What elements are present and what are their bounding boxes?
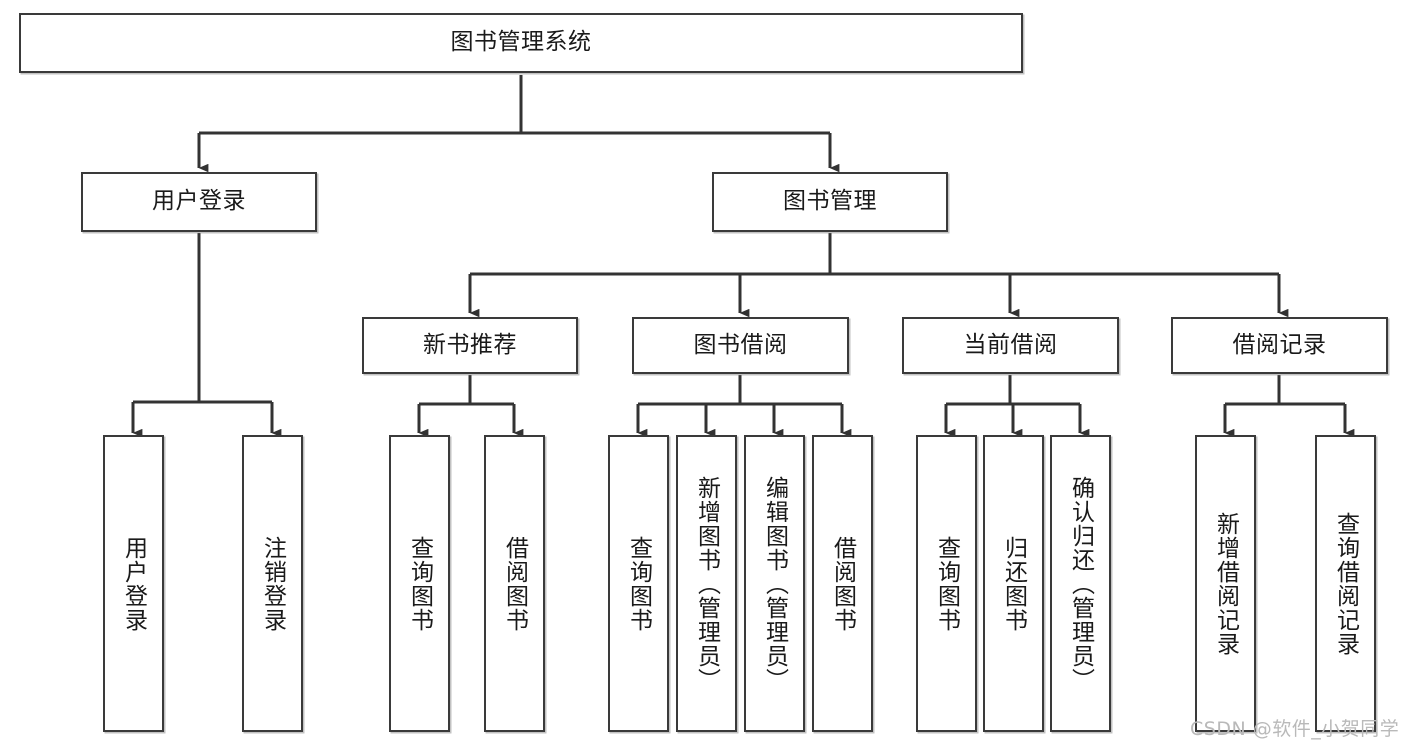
node-leaf-borrow-book-recommend[interactable]: 借阅图书 xyxy=(484,435,545,732)
node-label: 图书管理系统 xyxy=(450,29,592,56)
node-leaf-return-book[interactable]: 归还图书 xyxy=(983,435,1044,732)
node-user-login[interactable]: 用户登录 xyxy=(81,172,317,232)
node-label: 查询图书 xyxy=(625,535,652,632)
node-label: 新增图书（管理员） xyxy=(693,475,720,692)
node-leaf-query-borrow-record[interactable]: 查询借阅记录 xyxy=(1315,435,1376,732)
connector-newbook-to-leaves xyxy=(417,375,524,438)
node-leaf-user-login[interactable]: 用户登录 xyxy=(103,435,164,732)
node-borrow-record[interactable]: 借阅记录 xyxy=(1171,317,1388,374)
node-leaf-query-book-recommend[interactable]: 查询图书 xyxy=(389,435,450,732)
node-label: 借阅图书 xyxy=(829,535,856,632)
node-label: 用户登录 xyxy=(120,535,147,632)
node-leaf-add-borrow-record[interactable]: 新增借阅记录 xyxy=(1195,435,1256,732)
node-leaf-query-book-current[interactable]: 查询图书 xyxy=(916,435,977,732)
connector-bookmgmt-to-level2 xyxy=(468,233,1289,318)
node-book-borrow[interactable]: 图书借阅 xyxy=(632,317,849,374)
node-label: 新书推荐 xyxy=(423,331,517,358)
node-label: 确认归还（管理员） xyxy=(1067,475,1094,692)
node-label: 图书借阅 xyxy=(693,331,788,358)
node-current-borrow[interactable]: 当前借阅 xyxy=(902,317,1119,374)
node-label: 编辑图书（管理员） xyxy=(761,475,788,692)
node-label: 用户登录 xyxy=(152,188,246,215)
node-label: 查询图书 xyxy=(406,535,433,632)
connector-bookborrow-to-leaves xyxy=(636,375,852,438)
node-book-management[interactable]: 图书管理 xyxy=(712,172,948,232)
node-label: 图书管理 xyxy=(783,188,877,215)
node-label: 归还图书 xyxy=(1000,535,1027,632)
node-label: 注销登录 xyxy=(259,535,286,632)
csdn-watermark: CSDN @软件_小贺同学 xyxy=(1190,718,1400,740)
connector-root-to-level1 xyxy=(197,75,840,173)
node-leaf-confirm-return-admin[interactable]: 确认归还（管理员） xyxy=(1050,435,1111,732)
node-leaf-logout-login[interactable]: 注销登录 xyxy=(242,435,303,732)
connector-borrowrecord-to-leaves xyxy=(1223,375,1355,438)
node-leaf-query-book-borrow[interactable]: 查询图书 xyxy=(608,435,669,732)
node-label: 新增借阅记录 xyxy=(1212,511,1239,656)
node-label: 借阅记录 xyxy=(1232,331,1327,358)
node-leaf-add-book-admin[interactable]: 新增图书（管理员） xyxy=(676,435,737,732)
node-root-book-management-system[interactable]: 图书管理系统 xyxy=(19,13,1023,73)
node-label: 借阅图书 xyxy=(501,535,528,632)
node-leaf-borrow-book[interactable]: 借阅图书 xyxy=(812,435,873,732)
node-label: 查询借阅记录 xyxy=(1332,511,1359,656)
node-new-book-recommend[interactable]: 新书推荐 xyxy=(362,317,578,374)
node-leaf-edit-book-admin[interactable]: 编辑图书（管理员） xyxy=(744,435,805,732)
connector-userlogin-to-leaves xyxy=(131,233,282,438)
node-label: 查询图书 xyxy=(933,535,960,632)
connector-currentborrow-to-leaves xyxy=(944,375,1090,438)
node-label: 当前借阅 xyxy=(963,331,1058,358)
